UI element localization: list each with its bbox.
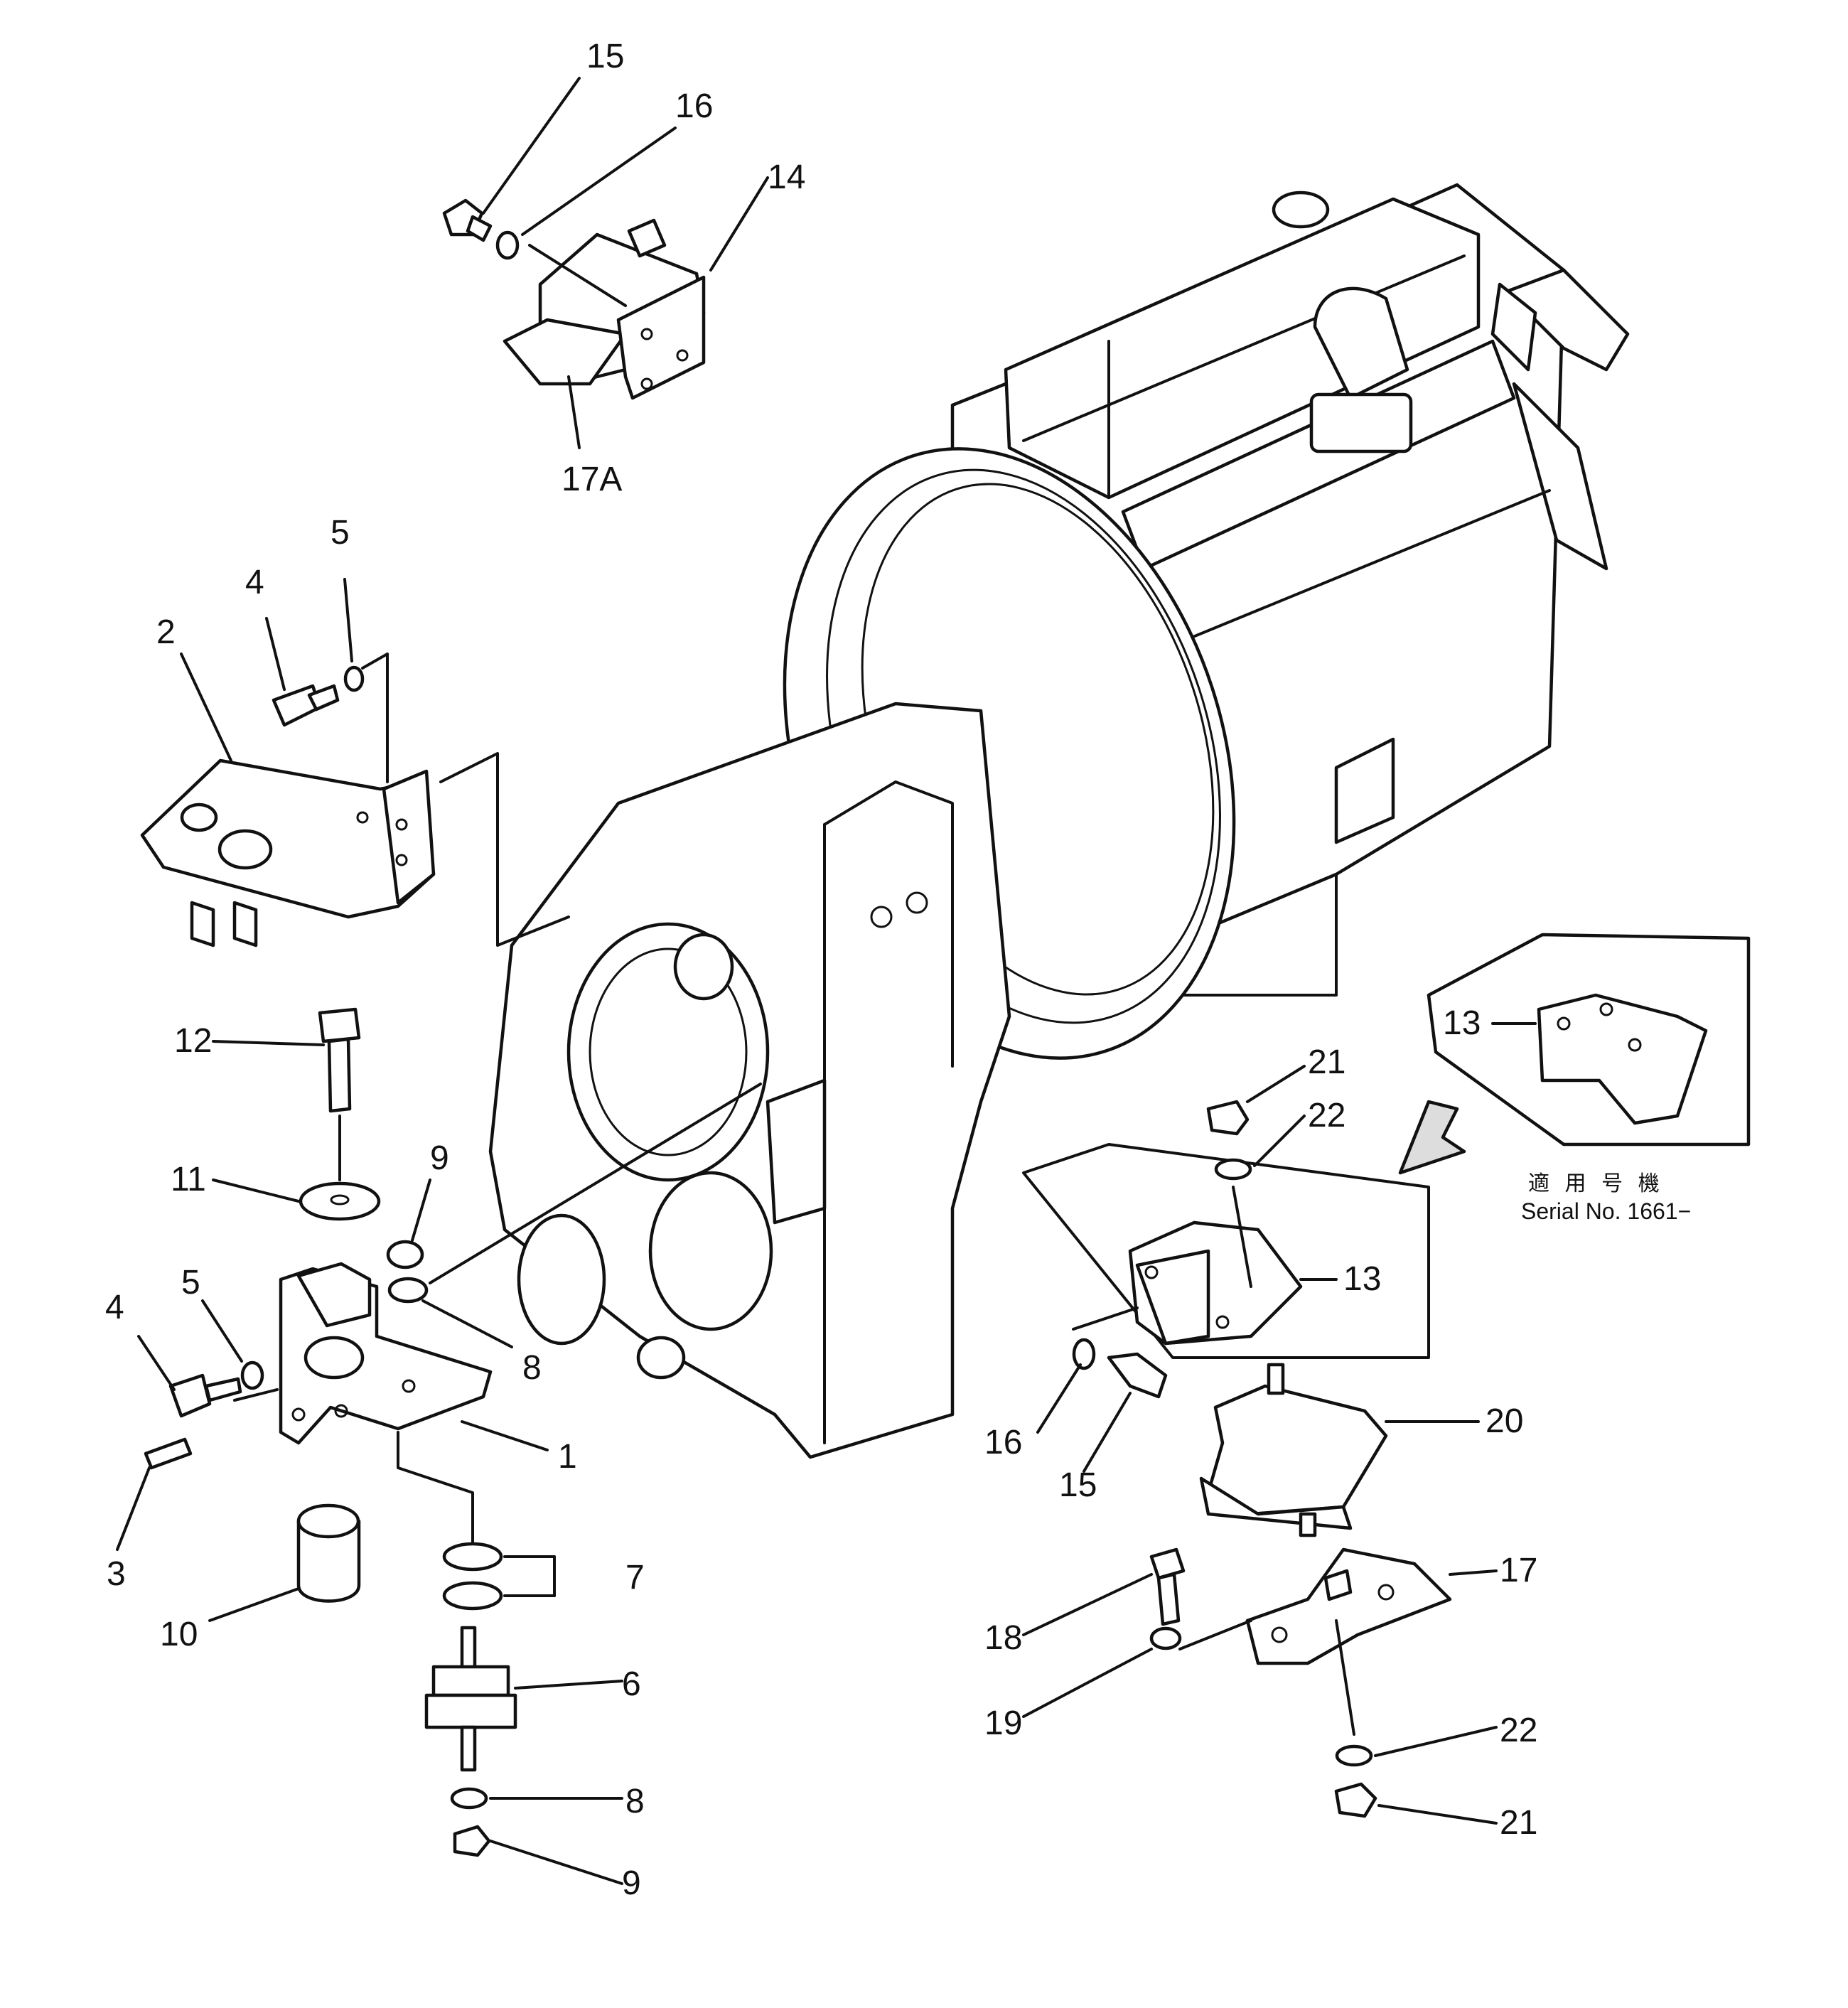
- callout-5: 5: [331, 514, 350, 552]
- callout-17: 17: [1500, 1552, 1537, 1589]
- callout-8: 8: [625, 1783, 645, 1820]
- callout-19: 19: [984, 1704, 1022, 1742]
- callout-22: 22: [1500, 1712, 1537, 1749]
- callout-22: 22: [1308, 1097, 1345, 1134]
- left-bracket-assembly: [140, 653, 570, 947]
- callout-7: 7: [625, 1559, 645, 1596]
- callout-20: 20: [1486, 1402, 1523, 1440]
- callout-10: 10: [160, 1616, 198, 1653]
- callout-8: 8: [522, 1349, 542, 1387]
- applicability-label: 適 用 号 機: [1528, 1171, 1664, 1196]
- callout-15: 15: [1059, 1466, 1097, 1504]
- transmission-case: [488, 702, 1011, 1459]
- lower-left-mount-assembly: [144, 1007, 762, 1857]
- callout-16: 16: [984, 1424, 1022, 1461]
- callout-9: 9: [430, 1139, 449, 1177]
- callout-21: 21: [1308, 1043, 1345, 1081]
- callout-12: 12: [174, 1022, 212, 1060]
- serial-applicability-note: 適 用 号 機 Serial No. 1661−: [1521, 1171, 1691, 1224]
- right-mount-assembly: [1022, 933, 1751, 1818]
- callout-14: 14: [768, 159, 805, 196]
- callout-13: 13: [1343, 1260, 1381, 1298]
- callout-13: 13: [1443, 1004, 1481, 1042]
- callout-3: 3: [107, 1555, 126, 1593]
- callout-4: 4: [245, 564, 264, 601]
- callout-18: 18: [984, 1619, 1022, 1657]
- serial-number-label: Serial No. 1661−: [1521, 1198, 1691, 1224]
- leader-lines: [116, 77, 1537, 1885]
- top-bracket-assembly: [442, 198, 706, 400]
- callout-9: 9: [622, 1864, 641, 1902]
- callout-16: 16: [675, 87, 713, 125]
- callout-5: 5: [181, 1264, 200, 1301]
- callout-1: 1: [558, 1438, 577, 1476]
- callout-6: 6: [622, 1665, 641, 1703]
- callout-15: 15: [586, 38, 624, 75]
- callout-17a: 17A: [562, 461, 622, 498]
- callout-21: 21: [1500, 1804, 1537, 1842]
- callout-4: 4: [105, 1289, 124, 1326]
- callout-2: 2: [156, 613, 176, 651]
- callout-11: 11: [171, 1161, 206, 1198]
- callout-labels: 15 16 14 17A 5 4 2 12 11 9 8 5 4 1 3 10 …: [105, 38, 1537, 1902]
